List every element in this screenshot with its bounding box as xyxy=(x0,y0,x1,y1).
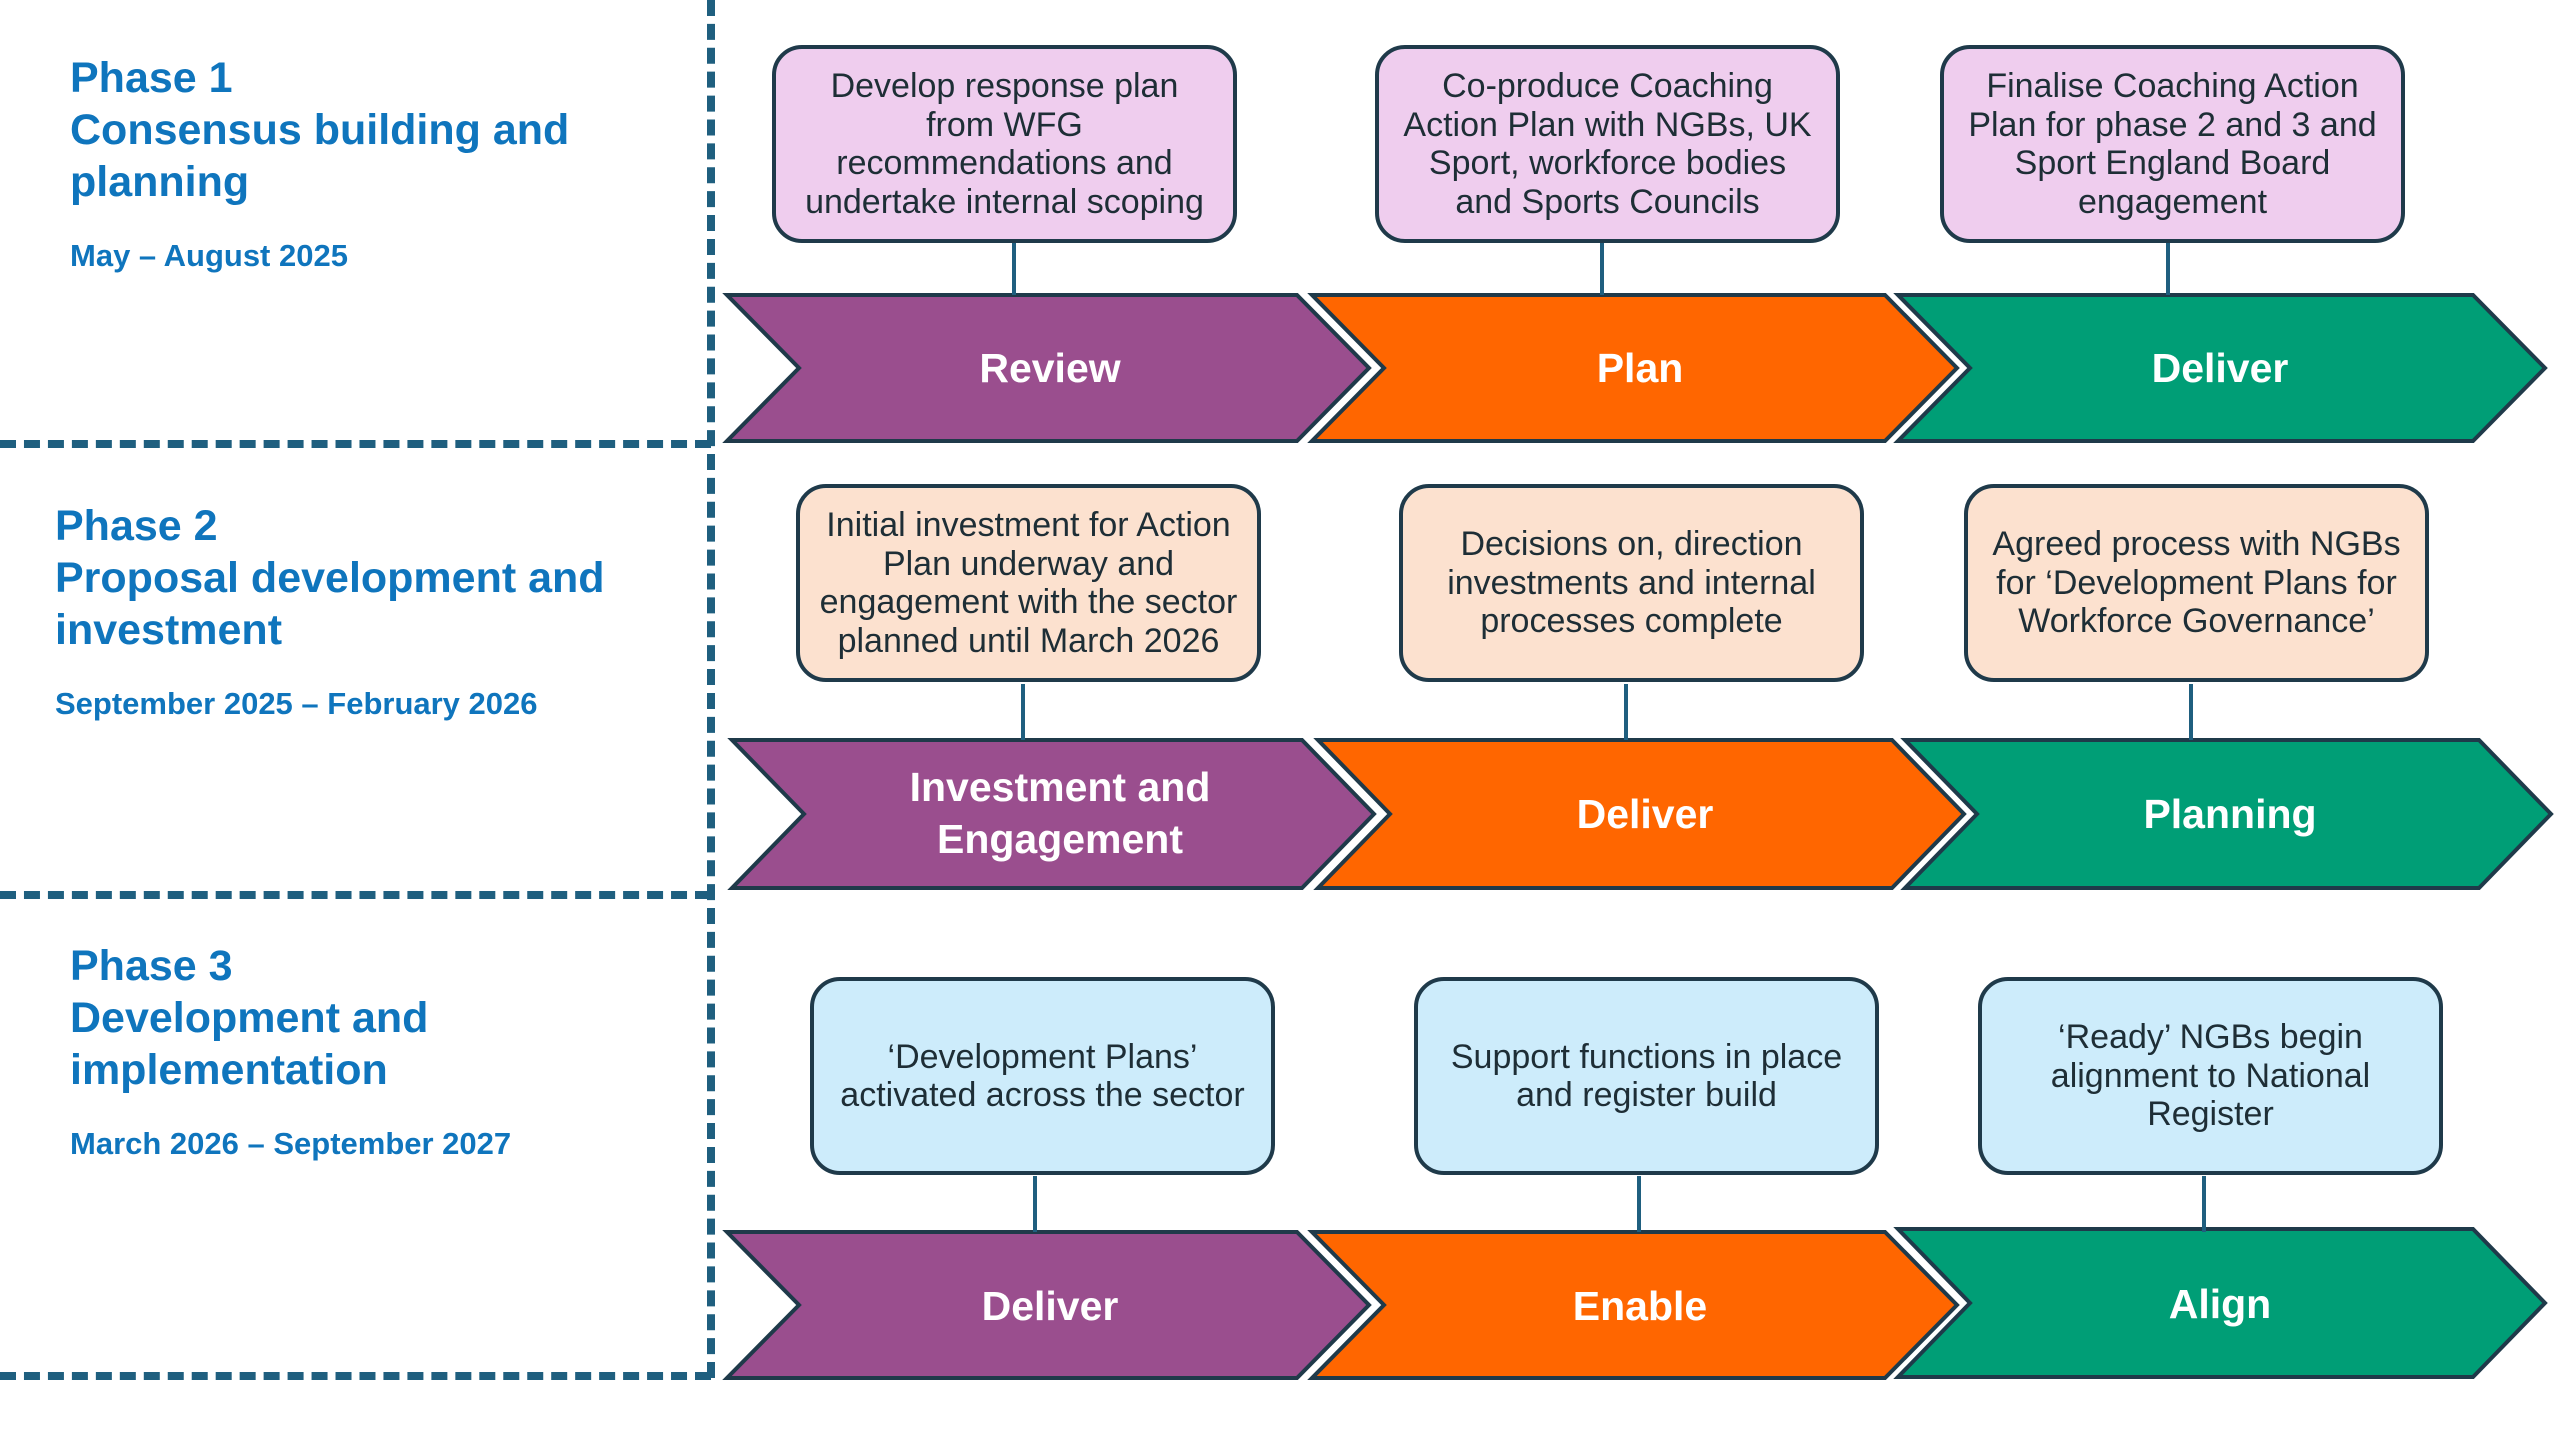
arrow-label-deliver-2: Deliver xyxy=(1576,791,1714,837)
phase-divider-2 xyxy=(0,891,711,899)
connector-line xyxy=(1012,243,1016,295)
phase-divider-1 xyxy=(0,440,711,448)
phase-1-name: Phase 1 xyxy=(70,54,233,102)
arrow-enable xyxy=(1307,1230,1960,1380)
connector-line xyxy=(1637,1176,1641,1232)
phase-3-dates: March 2026 – September 2027 xyxy=(70,1126,512,1161)
phase-3-name: Phase 3 xyxy=(70,942,233,990)
arrow-label-deliver-1: Deliver xyxy=(2151,345,2289,391)
arrow-investment xyxy=(727,738,1377,890)
step-box-deliver: Finalise Coaching Action Plan for phase … xyxy=(1940,45,2405,243)
arrow-align xyxy=(1893,1227,2548,1379)
step-box-development-plans: ‘Development Plans’ activated across the… xyxy=(810,977,1275,1175)
phase-2-heading: Phase 2 Proposal development and investm… xyxy=(55,500,655,722)
arrow-label-enable: Enable xyxy=(1572,1283,1708,1329)
phase-2-dates: September 2025 – February 2026 xyxy=(55,686,538,721)
step-box-decisions: Decisions on, direction investments and … xyxy=(1399,484,1864,682)
phase-divider-3 xyxy=(0,1372,711,1380)
step-box-agreed-process: Agreed process with NGBs for ‘Developmen… xyxy=(1964,484,2429,682)
arrow-deliver-3 xyxy=(722,1230,1372,1380)
connector-line xyxy=(2189,684,2193,740)
arrow-planning xyxy=(1900,738,2554,890)
connector-line xyxy=(1033,1176,1037,1232)
phase-3-heading: Phase 3 Development and implementation M… xyxy=(70,940,670,1162)
phase-divider-vertical xyxy=(707,0,715,1378)
arrow-label-review: Review xyxy=(979,345,1121,391)
step-box-plan: Co-produce Coaching Action Plan with NGB… xyxy=(1375,45,1840,243)
arrow-label-align: Align xyxy=(2168,1281,2272,1327)
phase-2-name: Phase 2 xyxy=(55,502,218,550)
step-box-ready-ngbs: ‘Ready’ NGBs begin alignment to National… xyxy=(1978,977,2443,1175)
phase-1-dates: May – August 2025 xyxy=(70,238,348,273)
arrow-label-deliver-3: Deliver xyxy=(981,1283,1119,1329)
arrow-deliver-2 xyxy=(1313,738,1967,890)
phase-1-subtitle: Consensus building and planning xyxy=(70,106,570,206)
connector-line xyxy=(1624,684,1628,740)
connector-line xyxy=(2166,243,2170,295)
phase-2-subtitle: Proposal development and investment xyxy=(55,554,605,654)
connector-line xyxy=(2202,1176,2206,1232)
step-box-support-functions: Support functions in place and register … xyxy=(1414,977,1879,1175)
step-box-review: Develop response plan from WFG recommend… xyxy=(772,45,1237,243)
arrow-plan xyxy=(1307,293,1960,443)
step-box-investment: Initial investment for Action Plan under… xyxy=(796,484,1261,682)
phase-3-subtitle: Development and implementation xyxy=(70,994,429,1094)
arrow-review xyxy=(722,293,1372,443)
connector-line xyxy=(1600,243,1604,295)
connector-line xyxy=(1021,684,1025,740)
arrow-label-planning: Planning xyxy=(2143,791,2317,837)
arrow-label-plan: Plan xyxy=(1596,345,1684,391)
arrow-label-investment: Investment and Engagement xyxy=(909,764,1211,862)
arrow-deliver-1 xyxy=(1893,293,2548,443)
phase-1-heading: Phase 1 Consensus building and planning … xyxy=(70,52,670,274)
